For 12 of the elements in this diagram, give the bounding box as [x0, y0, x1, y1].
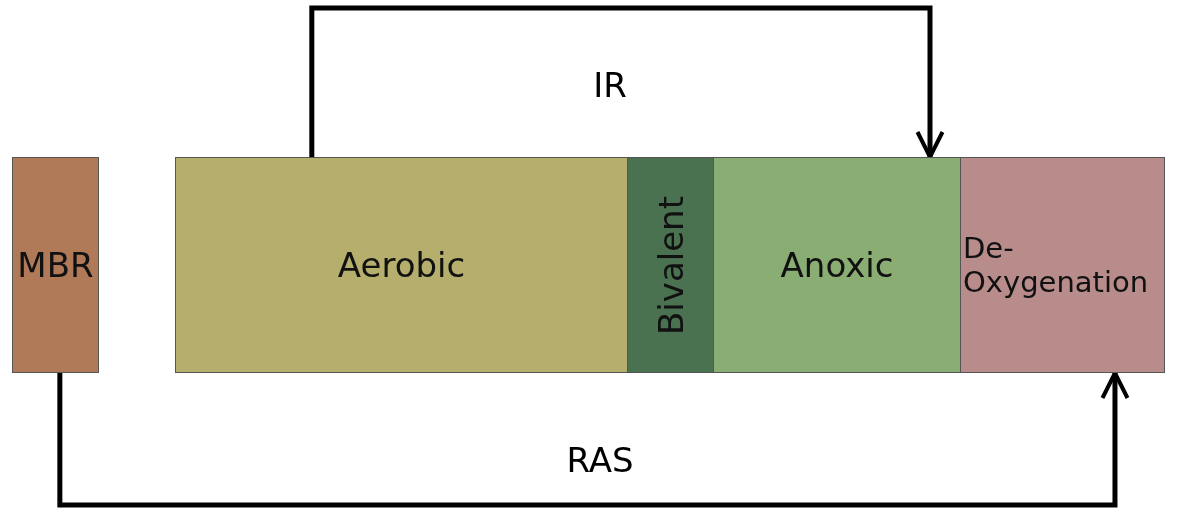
zone-label: Anoxic [780, 245, 894, 285]
zone-box [627, 157, 714, 373]
zone-label: De-Oxygenation [963, 231, 1150, 299]
arrow [309, 5, 945, 159]
arrow [57, 371, 1130, 508]
zone-label: Bivalent [650, 195, 691, 335]
zone-box [713, 157, 961, 373]
zone-label: MBR [17, 245, 94, 285]
zone-box [12, 157, 99, 373]
zone-box [175, 157, 628, 373]
zone-box [960, 157, 1165, 373]
zone-label: Aerobic [337, 245, 466, 285]
